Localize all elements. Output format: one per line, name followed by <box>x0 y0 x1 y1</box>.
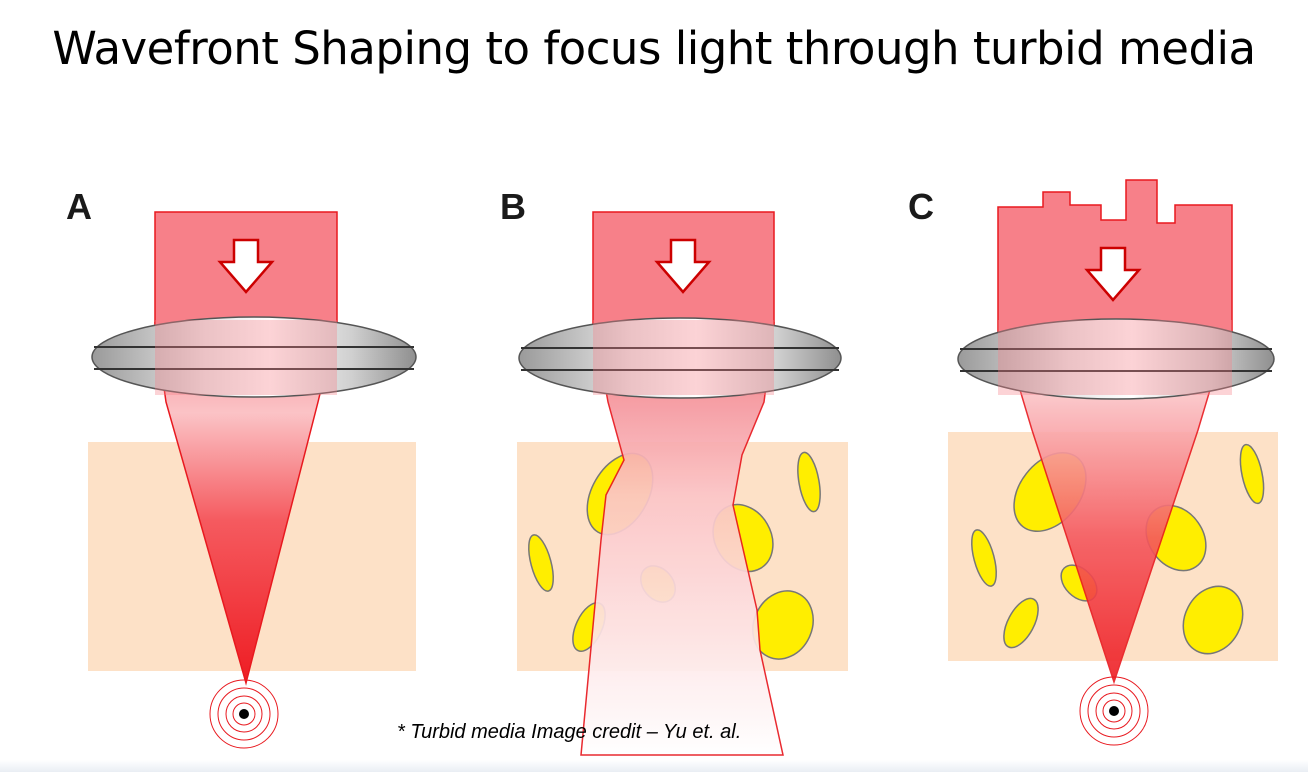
slide-title: Wavefront Shaping to focus light through… <box>52 22 1256 75</box>
bottom-strip <box>0 760 1308 772</box>
scattered-beam-b <box>580 322 784 756</box>
focus-spot-c <box>1079 676 1149 746</box>
arrow-down-icon <box>654 238 712 294</box>
panel-label-b: B <box>500 186 526 227</box>
panel-label-c: C <box>908 186 934 227</box>
panel-a: A <box>66 186 417 749</box>
focus-spot-a <box>209 679 279 749</box>
panel-label-a: A <box>66 186 92 227</box>
lens-c <box>957 318 1275 400</box>
arrow-down-icon <box>1084 246 1142 302</box>
arrow-down-icon <box>217 238 275 294</box>
image-credit-caption: * Turbid media Image credit – Yu et. al. <box>397 721 742 743</box>
panel-b: B <box>500 186 848 756</box>
lens-a <box>91 316 417 398</box>
lens-b <box>518 317 842 399</box>
panel-c: C <box>908 179 1278 746</box>
